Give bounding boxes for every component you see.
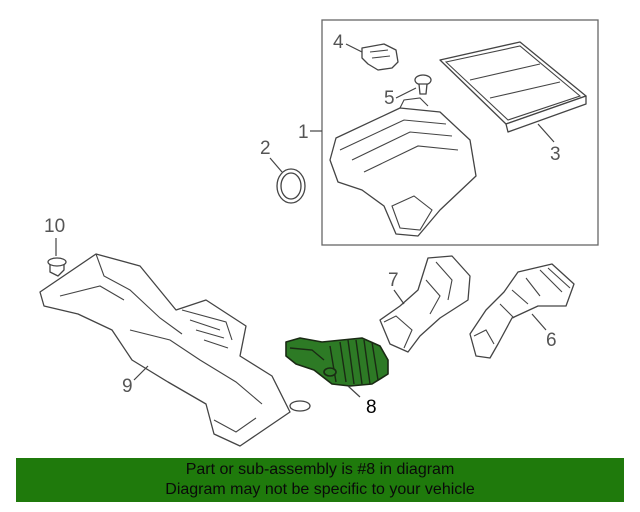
- info-banner: Part or sub-assembly is #8 in diagram Di…: [16, 458, 624, 502]
- part-4-sensor[interactable]: [361, 43, 399, 71]
- part-5-screw[interactable]: [414, 74, 432, 95]
- callout-3[interactable]: 3: [550, 144, 561, 165]
- callout-9[interactable]: 9: [122, 376, 133, 397]
- part-6-air-tube[interactable]: [469, 263, 575, 359]
- banner-line-2: Diagram may not be specific to your vehi…: [165, 481, 475, 498]
- parts-diagram: 1 4 5 3 2 10: [39, 19, 599, 447]
- part-9-intake-duct[interactable]: [39, 253, 311, 447]
- callout-10[interactable]: 10: [44, 216, 65, 237]
- part-10-clip[interactable]: [47, 257, 67, 277]
- callout-7[interactable]: 7: [388, 270, 399, 291]
- banner-line-1: Part or sub-assembly is #8 in diagram: [185, 461, 455, 478]
- callout-1[interactable]: 1: [298, 122, 309, 143]
- part-3-filter[interactable]: [439, 41, 587, 133]
- callout-6[interactable]: 6: [546, 330, 557, 351]
- callout-8[interactable]: 8: [366, 397, 377, 418]
- part-2-seal-ring[interactable]: [276, 168, 306, 204]
- part-1-air-cleaner-housing[interactable]: [329, 97, 477, 237]
- callout-5[interactable]: 5: [384, 88, 395, 109]
- callout-4[interactable]: 4: [333, 32, 344, 53]
- assembly-box: [321, 19, 599, 246]
- part-8-intake-hose-highlighted[interactable]: [285, 337, 389, 387]
- callout-2[interactable]: 2: [260, 138, 271, 159]
